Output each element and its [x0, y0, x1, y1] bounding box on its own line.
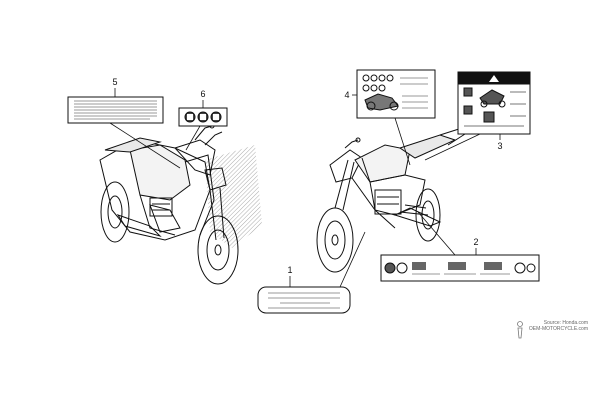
- label-3-plate: [457, 71, 531, 135]
- label-4-plate: [356, 69, 436, 119]
- label-6-plate: [178, 107, 228, 127]
- label-5-plate: [67, 96, 164, 124]
- motorcycle-right-illustration: [316, 127, 466, 273]
- watermark-logo-icon: [517, 321, 523, 339]
- watermark: Source: Honda.com OEM-MOTORCYCLE.com: [528, 320, 588, 332]
- callout-4: 4: [344, 90, 349, 100]
- label-2-plate: [380, 254, 540, 282]
- label-1-plate: [257, 286, 351, 314]
- leader-lines: [109, 88, 501, 288]
- callout-5: 5: [112, 77, 117, 87]
- callout-2: 2: [473, 237, 478, 247]
- callout-1: 1: [287, 265, 292, 275]
- callout-6: 6: [200, 89, 205, 99]
- callout-3: 3: [497, 141, 502, 151]
- watermark-source: Source: Honda.com: [543, 320, 588, 326]
- watermark-site: OEM-MOTORCYCLE.com: [528, 326, 588, 332]
- motorcycle-left-illustration: [99, 123, 262, 285]
